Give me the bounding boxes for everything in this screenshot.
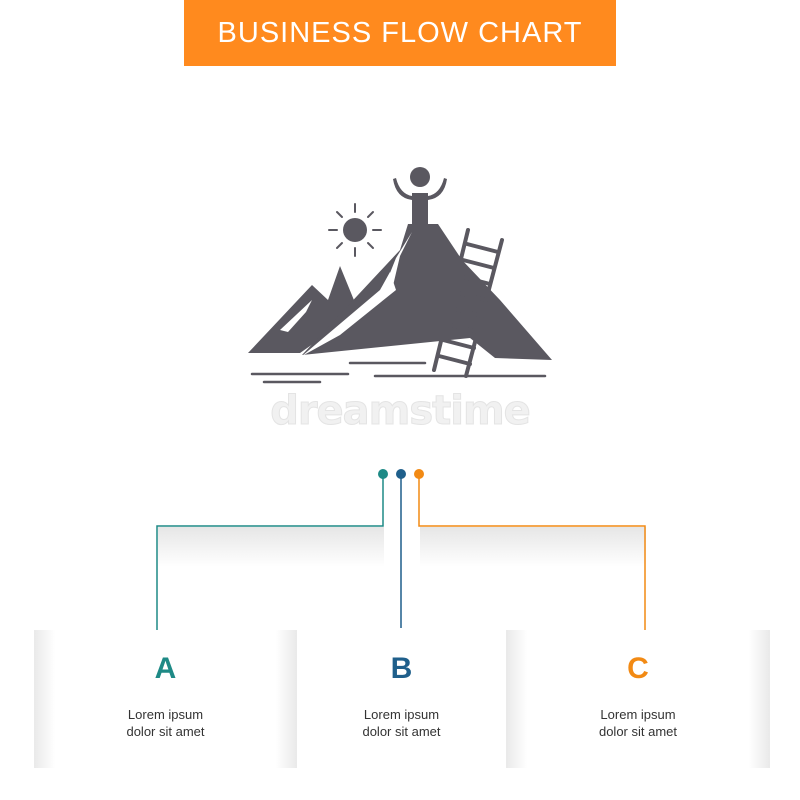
sun-icon [328, 203, 382, 257]
connector-dot-a [378, 469, 388, 479]
step-text-c: Lorem ipsum dolor sit amet [506, 706, 770, 740]
connector-a [156, 475, 384, 637]
step-text-a: Lorem ipsum dolor sit amet [34, 706, 297, 740]
page-title: BUSINESS FLOW CHART [217, 16, 583, 49]
mountain-success-ladder-icon [248, 167, 552, 384]
large-mountain [302, 224, 552, 360]
step-letter-c: C [627, 652, 649, 685]
step-a-line2: dolor sit amet [126, 724, 205, 739]
connector-c [418, 475, 646, 637]
step-c-line2: dolor sit amet [598, 724, 678, 739]
step-card-b: B Lorem ipsum dolor sit amet [299, 630, 504, 768]
step-letter-b: B [390, 652, 413, 685]
step-card-a: A Lorem ipsum dolor sit amet [34, 630, 297, 768]
step-a-line1: Lorem ipsum [127, 707, 204, 722]
person-icon [393, 167, 447, 229]
title-banner: BUSINESS FLOW CHART [184, 0, 616, 66]
ladder-icon [432, 228, 504, 378]
step-c-line1: Lorem ipsum [600, 707, 676, 722]
step-card-c: C Lorem ipsum dolor sit amet [506, 630, 770, 768]
step-letter-a: A [154, 652, 177, 685]
connector-dot-c [414, 469, 424, 479]
step-b-line1: Lorem ipsum [363, 707, 440, 722]
watermark: dreamstime [270, 388, 532, 435]
step-text-b: Lorem ipsum dolor sit amet [299, 706, 504, 740]
step-b-line2: dolor sit amet [362, 724, 441, 739]
connector-dot-b [396, 469, 406, 479]
flow-connectors [156, 469, 646, 637]
